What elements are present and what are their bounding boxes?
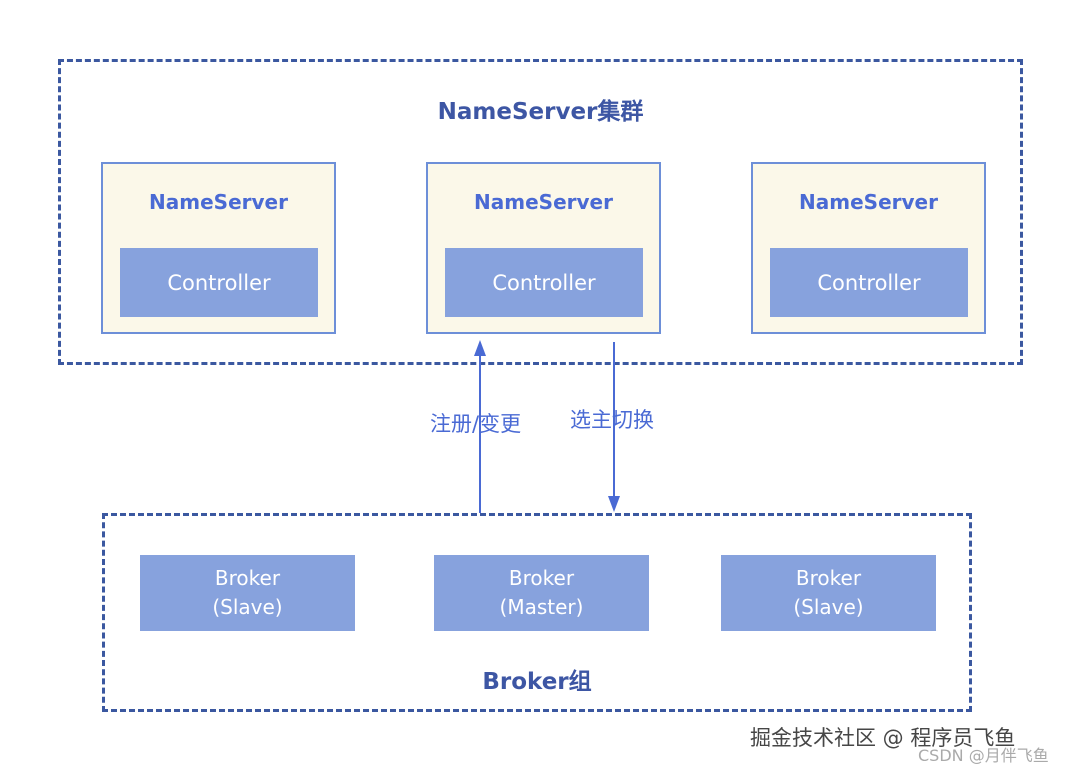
elect-arrow-head <box>608 496 620 512</box>
broker-slave-2: Broker (Slave) <box>721 555 936 631</box>
broker-slave-1: Broker (Slave) <box>140 555 355 631</box>
controller-box: Controller <box>120 248 318 317</box>
watermark-sub: CSDN @月伴飞鱼 <box>918 746 1049 765</box>
elect-switch-label: 选主切换 <box>570 408 654 432</box>
nameserver-node-title: NameServer <box>799 190 938 214</box>
nameserver-cluster-title: NameServer集群 <box>437 99 644 125</box>
broker-name: Broker <box>214 566 281 590</box>
register-change-label: 注册/变更 <box>430 412 522 436</box>
nameserver-node-title: NameServer <box>149 190 288 214</box>
nameserver-node-1: NameServer Controller <box>101 162 336 334</box>
broker-role: (Slave) <box>212 595 283 619</box>
watermark-main: 掘金技术社区 @ 程序员飞鱼 <box>750 726 1016 750</box>
broker-master: Broker (Master) <box>434 555 649 631</box>
controller-box: Controller <box>445 248 643 317</box>
broker-group-title: Broker组 <box>482 669 592 695</box>
broker-name: Broker <box>508 566 575 590</box>
nameserver-node-2: NameServer Controller <box>426 162 661 334</box>
nameserver-node-3: NameServer Controller <box>751 162 986 334</box>
broker-name: Broker <box>795 566 862 590</box>
broker-group: Broker组 <box>102 513 972 712</box>
register-arrow-head <box>474 340 486 356</box>
nameserver-cluster-group: NameServer集群 <box>58 59 1023 365</box>
nameserver-node-title: NameServer <box>474 190 613 214</box>
broker-role: (Slave) <box>793 595 864 619</box>
controller-box: Controller <box>770 248 968 317</box>
broker-role: (Master) <box>499 595 584 619</box>
